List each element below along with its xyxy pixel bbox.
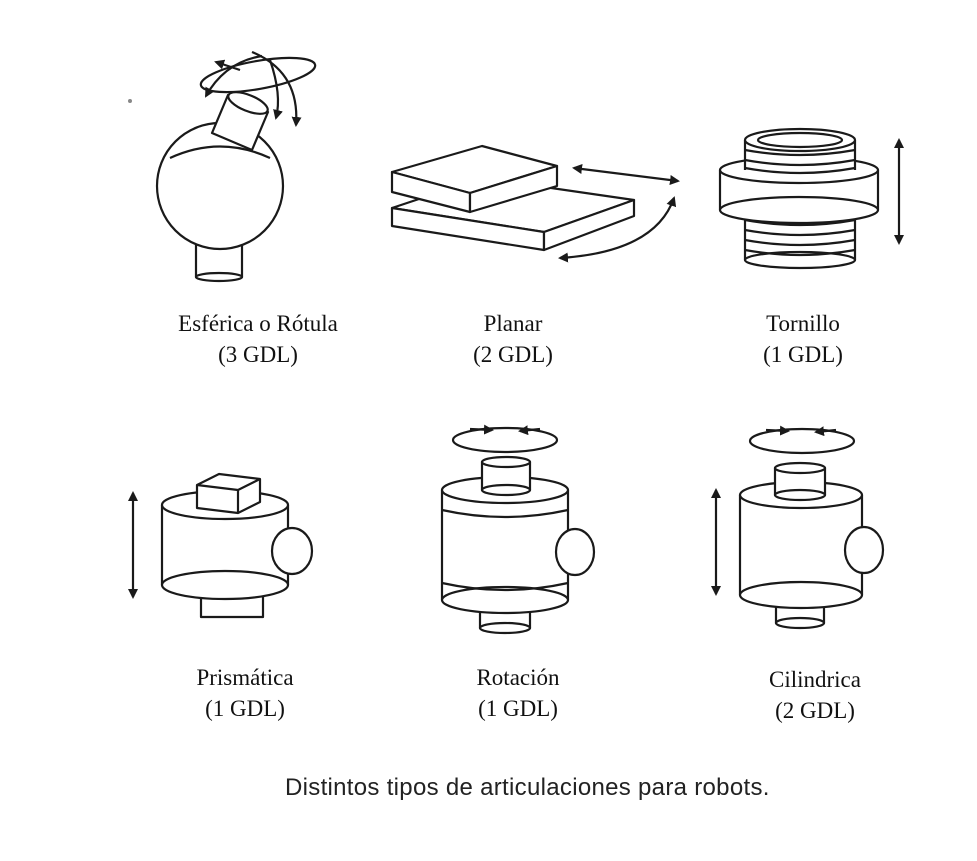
joint-name: Prismática [196, 665, 294, 690]
joint-name: Cilindrica [769, 667, 861, 692]
joint-name: Tornillo [766, 311, 840, 336]
joint-dof: (2 GDL) [473, 342, 553, 367]
joint-label-planar: Planar (2 GDL) [393, 308, 633, 370]
screw-joint-drawing [718, 127, 904, 270]
joint-dof: (1 GDL) [763, 342, 843, 367]
joint-label-prismatica: Prismática (1 GDL) [125, 662, 365, 724]
joint-label-esferica: Esférica o Rótula (3 GDL) [138, 308, 378, 370]
cylindrical-joint-drawing [711, 425, 885, 630]
joint-name: Planar [483, 311, 543, 336]
joint-label-cilindrica: Cilindrica (2 GDL) [695, 664, 935, 726]
joint-label-tornillo: Tornillo (1 GDL) [683, 308, 923, 370]
spherical-joint-drawing [155, 50, 317, 283]
prismatic-joint-drawing [128, 472, 314, 619]
joint-dof: (2 GDL) [775, 698, 855, 723]
planar-joint-drawing [390, 144, 680, 263]
figure-caption: Distintos tipos de articulaciones para r… [285, 774, 770, 801]
stray-dot [128, 99, 132, 103]
joint-name: Esférica o Rótula [178, 311, 338, 336]
joint-dof: (1 GDL) [478, 696, 558, 721]
joint-label-rotacion: Rotación (1 GDL) [398, 662, 638, 724]
joint-dof: (1 GDL) [205, 696, 285, 721]
joint-name: Rotación [476, 665, 560, 690]
revolute-joint-drawing [440, 424, 596, 635]
joint-dof: (3 GDL) [218, 342, 298, 367]
